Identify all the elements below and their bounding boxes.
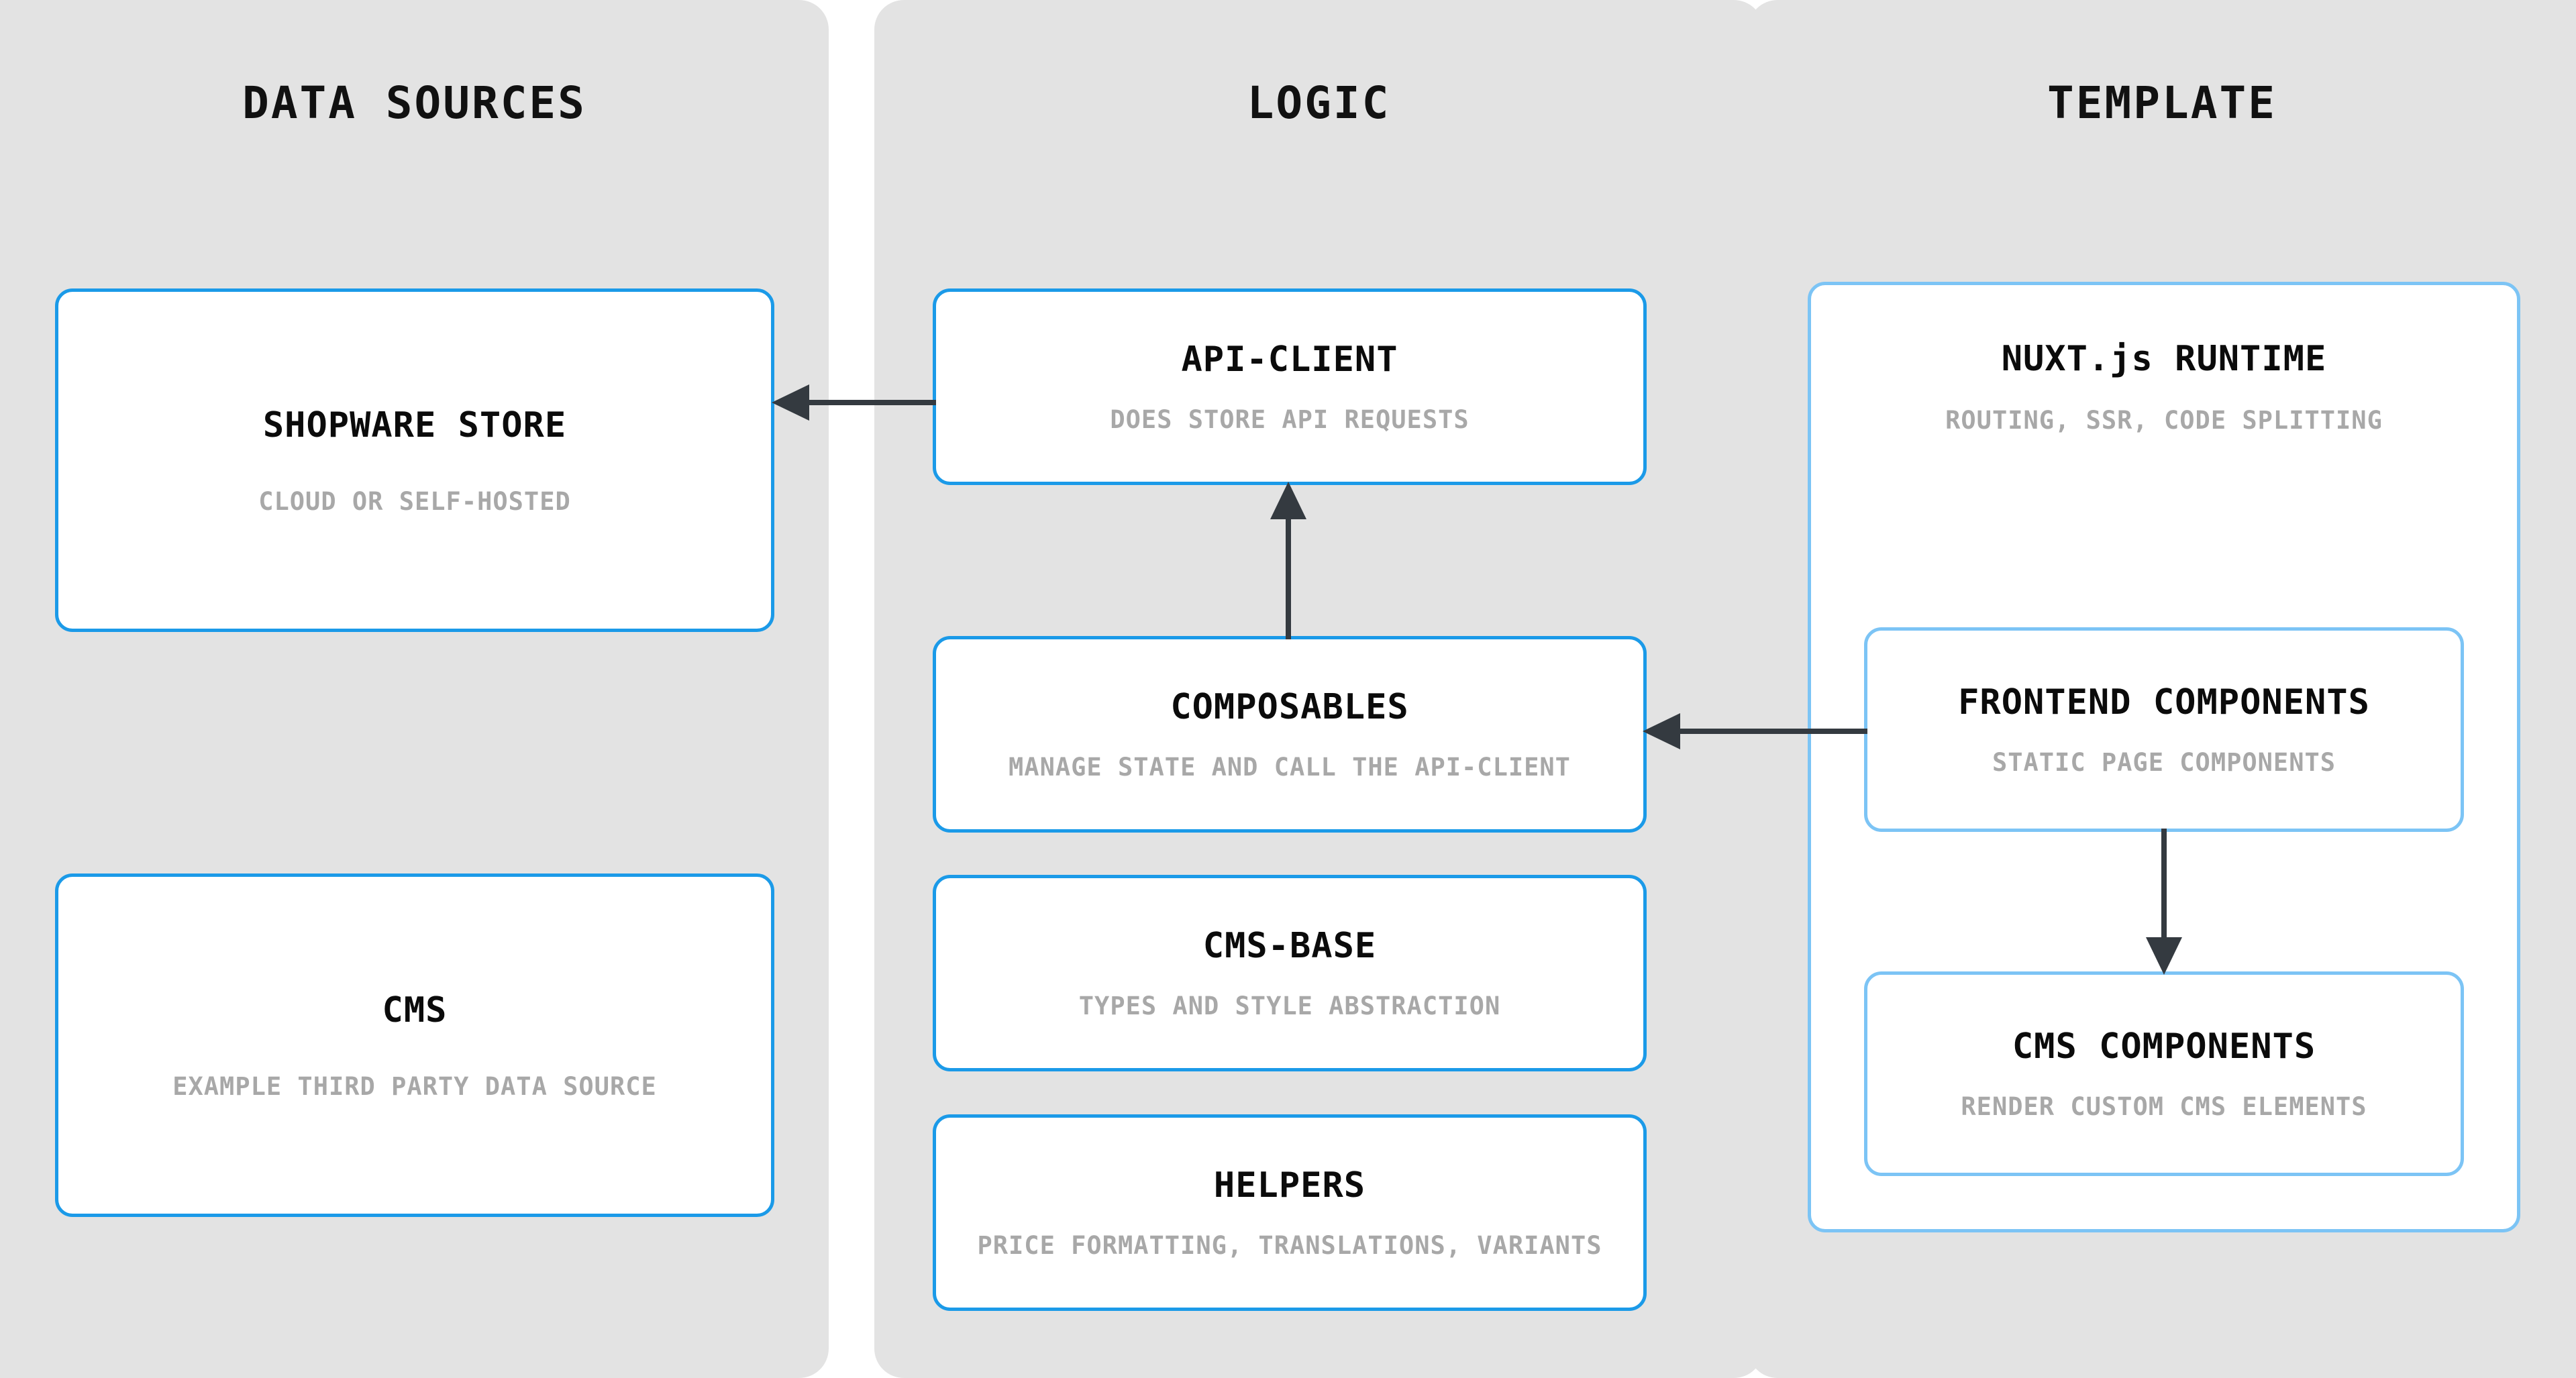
node-composables[interactable]: COMPOSABLES MANAGE STATE AND CALL THE AP…	[933, 636, 1647, 833]
node-desc-cms-components: RENDER CUSTOM CMS ELEMENTS	[1961, 1092, 2367, 1121]
node-desc-cms: EXAMPLE THIRD PARTY DATA SOURCE	[172, 1071, 657, 1101]
node-desc-nuxt-runtime: ROUTING, SSR, CODE SPLITTING	[1945, 406, 2383, 435]
node-desc-helpers: PRICE FORMATTING, TRANSLATIONS, VARIANTS	[977, 1231, 1602, 1260]
node-desc-api-client: DOES STORE API REQUESTS	[1110, 405, 1470, 434]
node-desc-shopware-store: CLOUD OR SELF-HOSTED	[258, 486, 571, 516]
column-title-template: TEMPLATE	[2047, 77, 2277, 129]
node-title-shopware-store: SHOPWARE STORE	[262, 405, 567, 445]
node-title-cms-components: CMS COMPONENTS	[2012, 1026, 2316, 1067]
node-desc-cms-base: TYPES AND STYLE ABSTRACTION	[1078, 992, 1501, 1020]
node-cms-components[interactable]: CMS COMPONENTS RENDER CUSTOM CMS ELEMENT…	[1864, 971, 2464, 1176]
column-title-logic: LOGIC	[1247, 77, 1391, 129]
node-helpers[interactable]: HELPERS PRICE FORMATTING, TRANSLATIONS, …	[933, 1114, 1647, 1311]
node-title-api-client: API-CLIENT	[1181, 339, 1398, 380]
node-title-frontend-components: FRONTEND COMPONENTS	[1958, 682, 2370, 723]
node-title-cms: CMS	[382, 990, 448, 1030]
node-cms[interactable]: CMS EXAMPLE THIRD PARTY DATA SOURCE	[55, 873, 774, 1217]
node-api-client[interactable]: API-CLIENT DOES STORE API REQUESTS	[933, 288, 1647, 485]
node-title-nuxt-runtime: NUXT.js RUNTIME	[2001, 339, 2327, 379]
column-title-data-sources: DATA SOURCES	[242, 77, 586, 129]
node-title-composables: COMPOSABLES	[1170, 687, 1409, 727]
node-shopware-store[interactable]: SHOPWARE STORE CLOUD OR SELF-HOSTED	[55, 288, 774, 632]
node-title-helpers: HELPERS	[1213, 1165, 1366, 1206]
node-desc-composables: MANAGE STATE AND CALL THE API-CLIENT	[1009, 753, 1571, 782]
node-frontend-components[interactable]: FRONTEND COMPONENTS STATIC PAGE COMPONEN…	[1864, 627, 2464, 832]
node-title-cms-base: CMS-BASE	[1202, 926, 1377, 966]
node-desc-frontend-components: STATIC PAGE COMPONENTS	[1992, 748, 2336, 777]
node-cms-base[interactable]: CMS-BASE TYPES AND STYLE ABSTRACTION	[933, 875, 1647, 1071]
